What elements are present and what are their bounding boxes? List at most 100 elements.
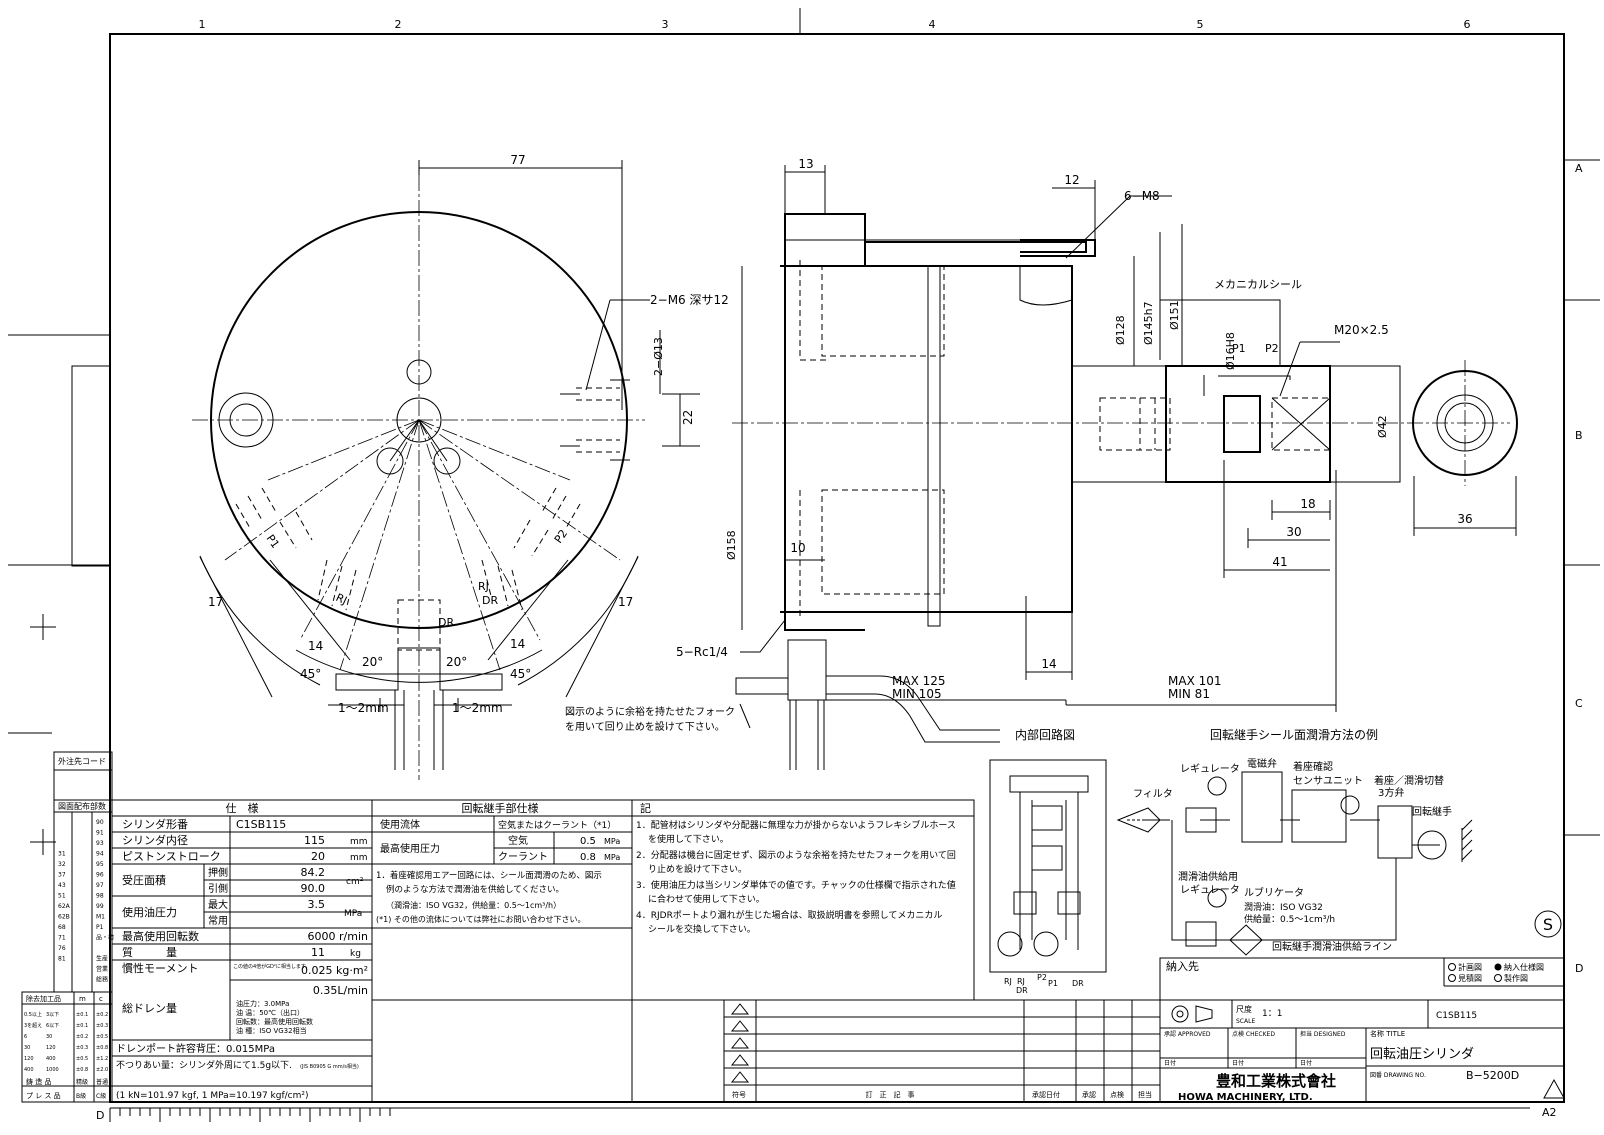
dia-16: Ø16H8 [1224,332,1237,370]
tolerance-cell: ±0.2 [96,1012,108,1018]
imbalance-std: (JIS B0905 G mm/s相当) [300,1063,359,1070]
tolerance-cell: 400 [46,1056,56,1062]
pull-value: 90.0 [301,882,326,895]
cast-label: 鋳 造 品 [26,1077,51,1086]
dist-code: 91 [96,830,104,837]
jpressure-label: 最高使用圧力 [380,842,440,855]
bolt-note: 6−M8 [1124,189,1160,203]
note-line: 2．分配器は機台に固定せず、図示のような余裕を持たせたフォークを用いて回 [636,849,956,861]
bottom-ruler-ticks [109,1108,391,1122]
lube-labels: 回転継手シール面潤滑方法の例 フィルタ レギュレータ 電磁弁 着座確認 センサユ… [1133,727,1562,953]
revision-block [723,999,1161,1103]
rev-approve-label: 承認 [1082,1090,1096,1099]
tolerance-cell: ±0.1 [76,1012,88,1018]
date-label: 日付 [1232,1059,1244,1067]
jpressure-unit: MPa [604,853,620,862]
mass-label: 質 量 [122,945,177,959]
jpressure-unit: MPa [604,837,620,846]
tolerance-cell: 6以下 [46,1023,59,1029]
port-p1: P1 [264,532,282,551]
drain-cond: 回転数：最高使用回転数 [236,1017,313,1026]
tolerance-cell: ±2.0 [96,1067,108,1073]
delivery-label: 納入先 [1166,960,1199,973]
dia-128: Ø128 [1114,315,1127,345]
circuit-port: DR [1072,979,1084,988]
dist-code: 31 [58,851,66,858]
circuit-port: P1 [1048,979,1058,988]
front-view [192,160,700,780]
drain-cond: 油 温：50℃（出口） [236,1008,304,1017]
tolerance-cell: ±0.8 [76,1067,88,1073]
row-label: B [1575,429,1583,442]
note-line: り止めを設けて下さい。 [648,863,747,875]
tolerance-cell: ±1.2 [96,1056,108,1062]
joint-header: 回転継手部仕様 [462,801,539,815]
tolerance-cell: 6 [24,1034,27,1040]
pressure-unit: MPa [344,909,362,919]
dim-13: 13 [798,157,813,171]
port-rj-right: RJ [478,580,489,593]
dim-30: 30 [1286,525,1301,539]
rev-check-label: 点検 [1110,1090,1124,1099]
spec-table [111,799,373,1103]
dist-title: 図面配布部数 [58,801,106,811]
dist-code: 97 [96,882,104,889]
switch-label-1: 着座／潤滑切替 [1374,774,1444,787]
model-value: C1SB115 [236,818,286,831]
dist-code: 96 [96,872,104,879]
angle-20-right: 20° [446,655,467,669]
max-125: MAX 125 [892,674,946,688]
note-line: を使用して下さい。 [648,833,729,845]
row-label: A [1575,162,1583,175]
front-view-labels: 77 2−M6 深サ12 2−Ø13 22 17 17 14 14 20° 20… [208,153,729,715]
tolerance-cell: ±0.8 [96,1045,108,1051]
joint-label: 回転継手 [1412,805,1452,818]
max-value: 3.5 [308,898,326,911]
coolant-label: クーラント [498,851,548,863]
checked-label: 点検 CHECKED [1232,1030,1275,1038]
gap-right: 1～2mm [452,701,503,715]
tolerance-cell: 30 [24,1045,30,1051]
sensor-label-2: センサユニット [1293,775,1363,787]
dim-14-right: 14 [510,637,525,651]
mass-value: 11 [311,946,325,959]
gap-left: 1～2mm [338,701,389,715]
row-label: D [96,1109,104,1122]
tolerance-cell: ±0.3 [96,1023,108,1029]
note-line: に合わせて使用して下さい。 [648,893,765,905]
notes-header: 記 [640,801,651,815]
angle-20-left: 20° [362,655,383,669]
tolerance-cell: 3以下 [46,1012,59,1018]
press-label: プ レ ス 品 [26,1092,61,1100]
row-label: D [1575,962,1583,975]
line-label: 回転継手潤滑油供給ライン [1272,940,1392,953]
circuit-title: 内部回路図 [1015,727,1075,742]
sensor-label-1: 着座確認 [1293,760,1333,773]
tolerance-cell: 30 [46,1034,52,1040]
tol-title: 除去加工品 [26,994,61,1003]
drain-value: 0.35L/min [313,984,368,997]
code-title: 外注先コード [58,756,106,766]
dist-code: 43 [58,882,66,889]
drawing-title: 回転油圧シリンダ [1370,1047,1474,1062]
pull-label: 引側 [208,882,228,895]
dist-code: M1 [96,914,105,921]
side-port-p1: P1 [1232,342,1246,355]
dist-code: 81 [58,956,66,963]
regulator-label: レギュレータ [1180,763,1240,775]
lubricator-label: ルブリケータ [1244,886,1304,899]
dia-151: Ø151 [1168,300,1181,330]
circuit-port: P2 [1037,973,1047,982]
tb-model: C1SB115 [1436,1011,1477,1021]
circuit-port: RJ [1004,977,1012,986]
dim-41: 41 [1272,555,1287,569]
tap-note: 2−M6 深サ12 [650,293,729,307]
title-block-text: 納入先 計画図 納入仕様図 見積図 製作図 尺度 SCALE 1：1 C1SB1… [1164,960,1544,1103]
lube-reg-label-1: 潤滑油供給用 [1178,870,1238,883]
row-labels: A B C D D A2 [96,162,1583,1122]
tolerance-cell: 0.5以上 [24,1011,42,1018]
dist-code: 99 [96,903,104,910]
air-label: 空気 [508,834,528,847]
date-label: 日付 [1300,1059,1312,1067]
notes-table [371,799,975,1103]
